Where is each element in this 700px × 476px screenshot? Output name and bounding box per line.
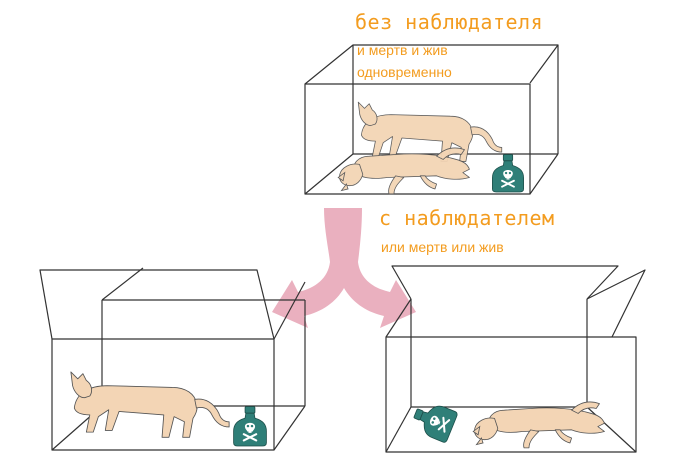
split-arrow-icon (272, 208, 416, 328)
dead-cat (472, 401, 605, 449)
dead-cat-silhouette (337, 147, 470, 195)
poison-bottle-tipped-icon (409, 398, 458, 443)
closed-box-superposition (304, 44, 559, 195)
poison-bottle-icon (234, 407, 267, 446)
observed-subtitle: или мертв или жив (381, 239, 504, 255)
unobserved-subtitle-line2: одновременно (357, 64, 452, 80)
observed-title: с наблюдателем (379, 206, 555, 230)
alive-cat (70, 371, 230, 438)
unobserved-title: без наблюдателя (355, 10, 544, 34)
open-box-dead (385, 265, 646, 453)
alive-cat-silhouette (357, 101, 503, 162)
unobserved-subtitle-line1: и мертв и жив (357, 42, 448, 58)
poison-bottle-icon (492, 155, 523, 192)
open-box-alive (39, 267, 306, 451)
